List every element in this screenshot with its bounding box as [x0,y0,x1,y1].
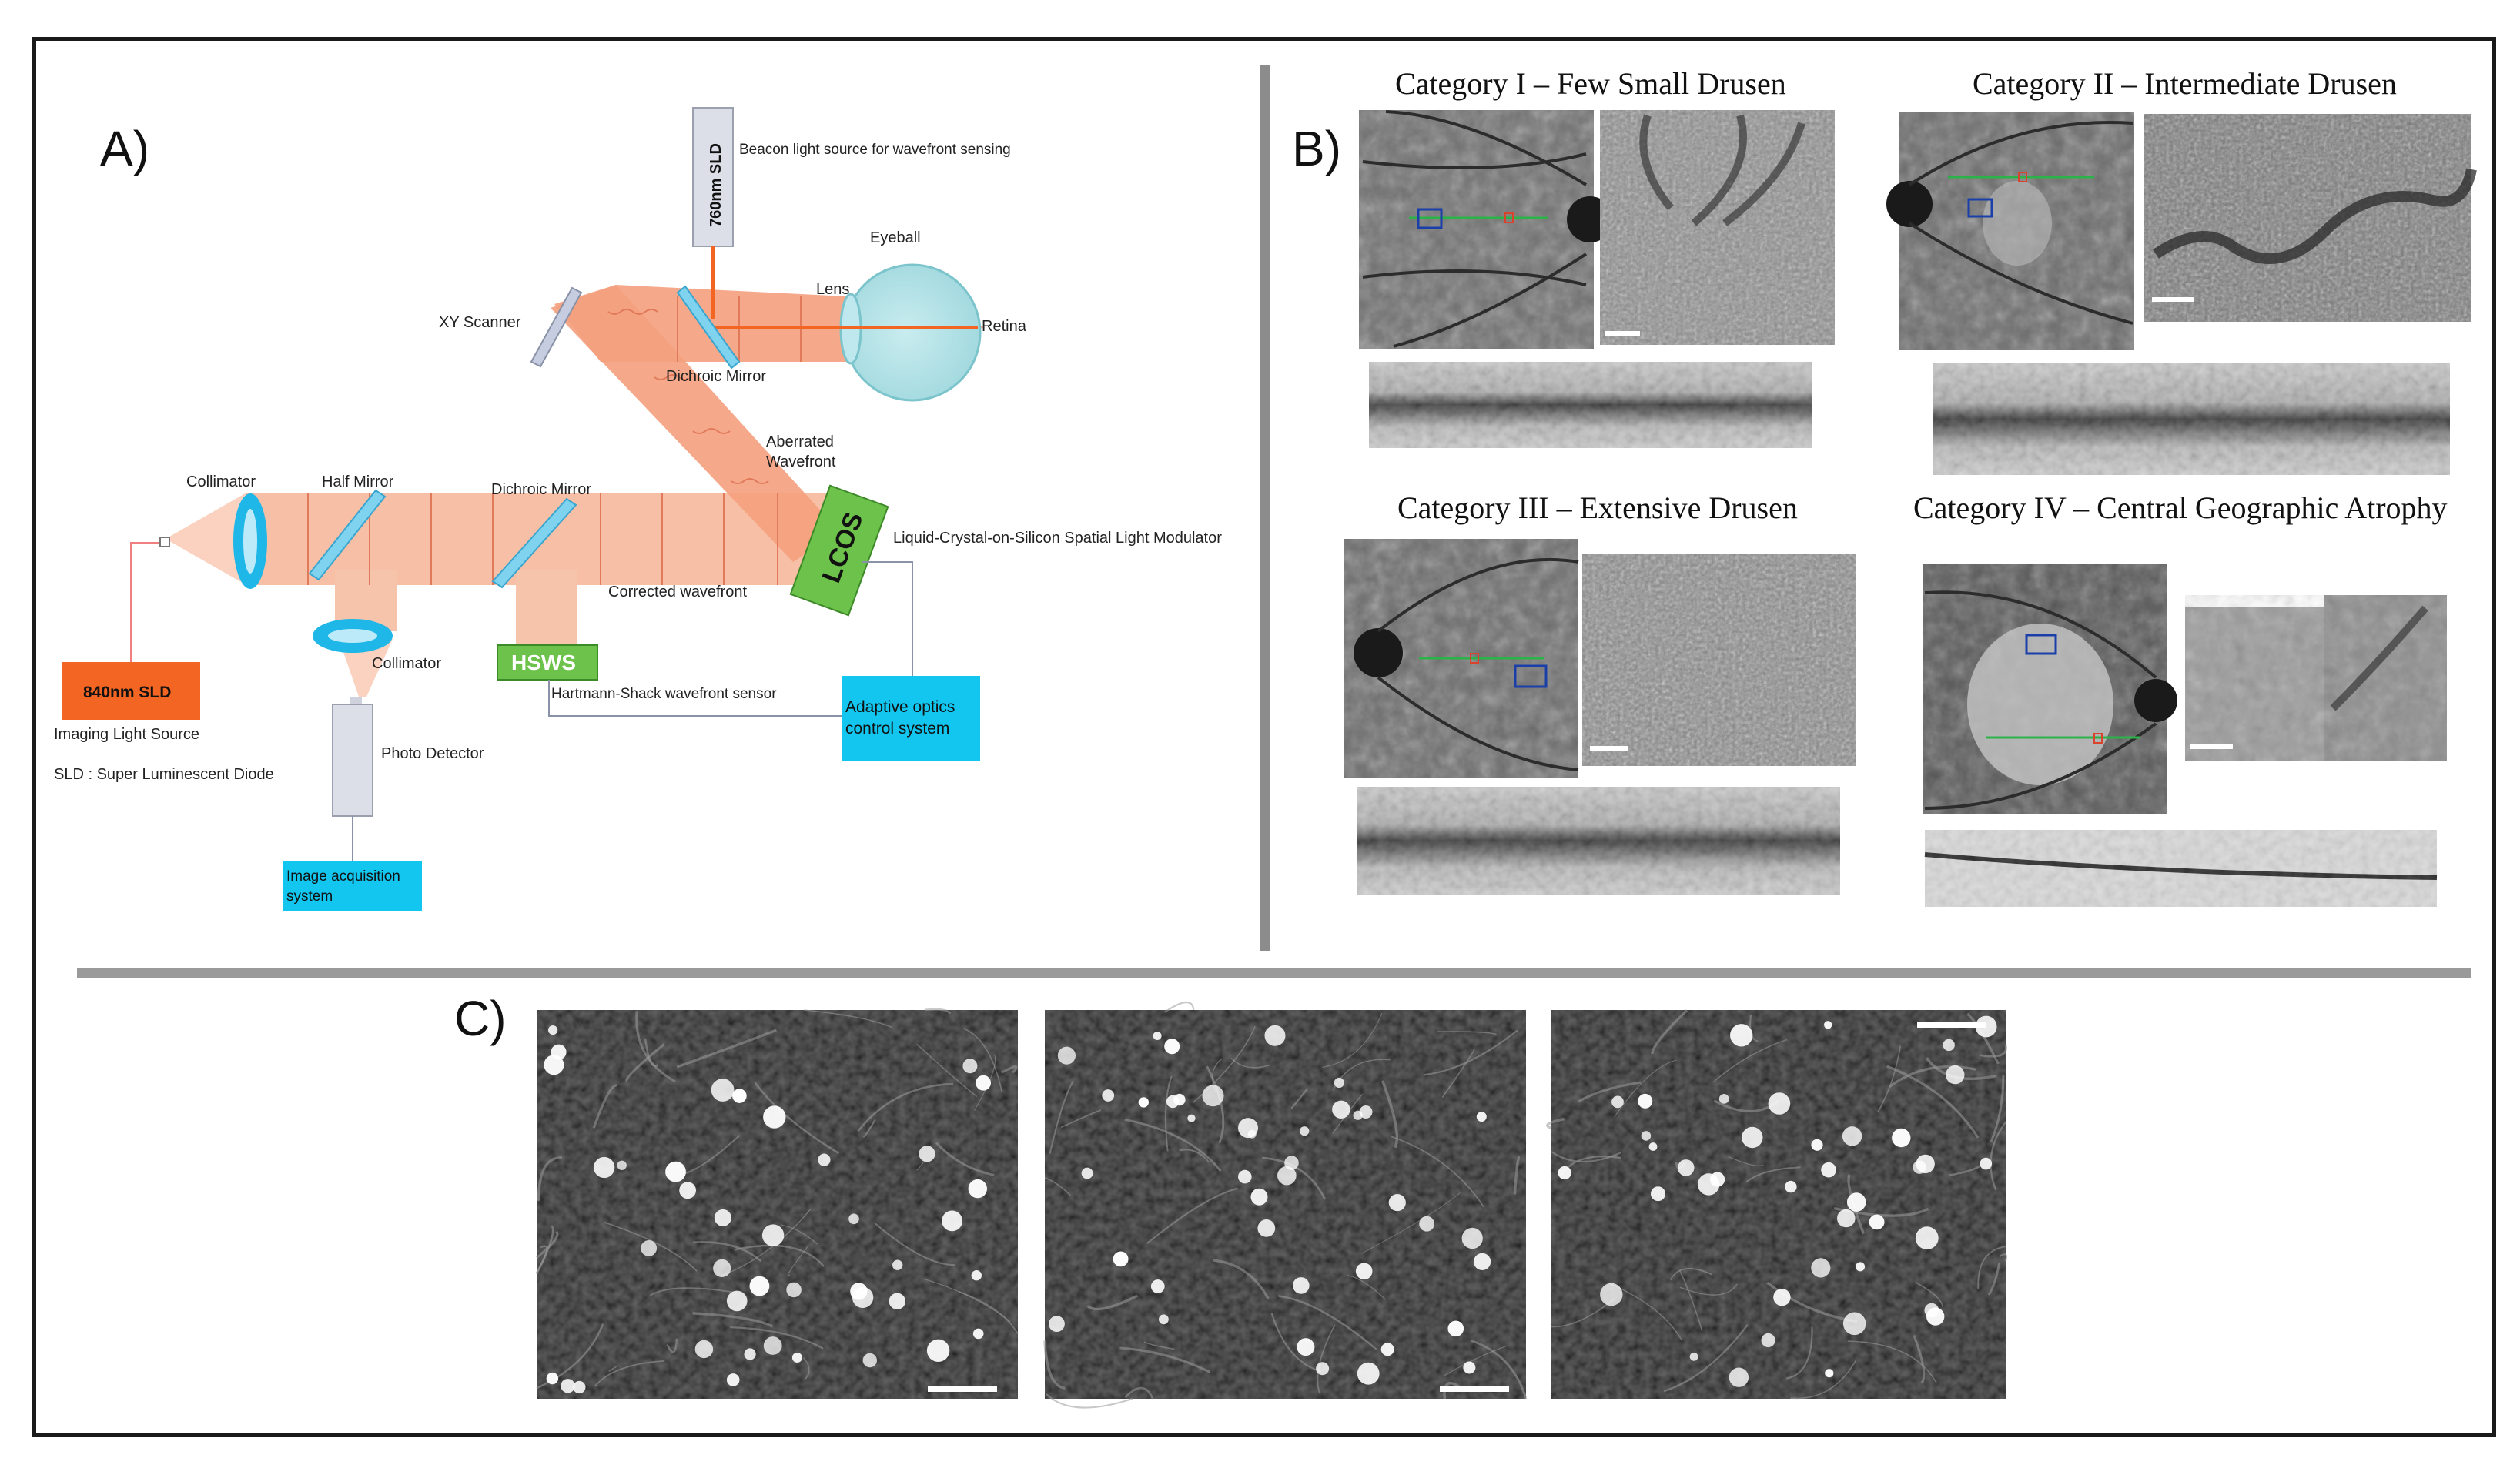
category-1-ao-image [1600,110,1835,345]
horizontal-divider [77,968,2471,978]
hsws-label: HSWS [511,651,576,674]
collimator-left-highlight [243,509,257,574]
lcos-device: LCOS [789,484,889,617]
xy-scanner-mirror [530,286,583,368]
scale-bar [1440,1386,1509,1392]
dichroic-mirror-mid [491,497,577,589]
category-3-fundus [1344,539,1579,778]
retina-label: Retina [982,318,1027,335]
sld-note: SLD : Super Luminescent Diode [54,766,274,783]
vertical-divider [1260,65,1270,951]
category-1-fundus [1359,110,1613,349]
panel-a-label: A) [100,121,149,176]
hsws-wire [548,680,847,717]
dichroic-mirror-mid-label: Dichroic Mirror [491,481,591,498]
aberrated-label-2: Wavefront [766,453,836,470]
collimator-lower-label: Collimator [372,655,441,672]
panel-b: B) Category I – Few Small Drusen Categor… [1292,66,2477,907]
ao-control-label-1: Adaptive optics [845,698,955,716]
half-mirror-label: Half Mirror [322,473,394,490]
dichroic-mirror-top-label: Dichroic Mirror [666,368,766,385]
category-4-oct [1924,830,2438,907]
collimator-lower-highlight [328,629,377,643]
image-acquisition-label-2: system [286,888,333,905]
scale-bar [928,1386,997,1392]
detector-aperture [350,697,362,704]
imaging-beam-cone [166,493,246,585]
photo-detector-label: Photo Detector [381,745,484,762]
scale-bar [1917,1022,1986,1028]
category-2-oct [1933,363,2450,475]
micrograph-2 [1043,1001,1528,1409]
detector-beam-cone [339,639,393,697]
panel-a: A) Eyeball Lens Retina 760 [54,107,1222,911]
hsws-caption: Hartmann-Shack wavefront sensor [551,686,777,702]
imaging-sld-label: 840nm SLD [83,684,171,701]
beacon-sld-box [692,107,734,247]
lcos-caption: Liquid-Crystal-on-Silicon Spatial Light … [893,530,1222,547]
eyeball-label: Eyeball [870,229,921,246]
imaging-sld-box [62,662,200,720]
source-fiber [130,542,166,666]
imaging-caption: Imaging Light Source [54,726,199,743]
micrograph-3 [1546,1009,2008,1400]
hsws-box [497,644,598,681]
category-3-title: Category III – Extensive Drusen [1397,490,1798,525]
dichroic-mirror-top [676,285,741,370]
category-1-oct [1369,362,1812,448]
collimator-left-label: Collimator [186,473,256,490]
beacon-caption: Beacon light source for wavefront sensin… [739,142,1011,158]
aberrated-label-1: Aberrated [766,433,834,450]
category-2-fundus [1886,112,2134,350]
category-4-fundus [1923,564,2177,814]
ao-control-label-2: control system [845,720,949,738]
lcos-wire [862,561,913,676]
panel-c: C) [454,991,2008,1409]
image-acquisition-box [283,861,422,911]
eyeball [843,263,982,402]
corrected-wavefront-label: Corrected wavefront [608,584,748,600]
beacon-sld-label: 760nm SLD [708,143,725,227]
xy-scanner-label: XY Scanner [439,314,521,331]
category-4-ao-image [2185,595,2447,761]
lens-label: Lens [816,281,849,298]
panel-c-label: C) [454,991,507,1046]
category-2-title: Category II – Intermediate Drusen [1973,66,2397,101]
panel-b-label: B) [1292,121,1341,176]
hsws-beam [516,570,577,647]
category-2-ao-image [2144,114,2477,322]
fiber-tip [159,537,170,547]
image-acquisition-label-1: Image acquisition [286,868,400,885]
photo-detector-box [332,704,373,817]
category-3-oct [1357,787,1840,895]
half-mirror [308,489,387,581]
wavefront-lines [307,296,802,585]
category-1-title: Category I – Few Small Drusen [1395,66,1786,101]
ao-control-box [842,676,980,761]
category-3-ao-image [1582,554,1856,766]
category-4-title: Category IV – Central Geographic Atrophy [1913,490,2448,525]
micrograph-1 [535,1008,1019,1399]
